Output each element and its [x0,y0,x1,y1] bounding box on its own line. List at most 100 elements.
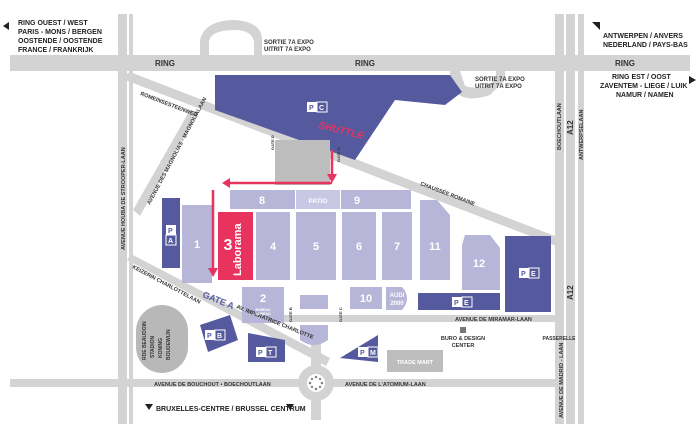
parking-c-area [215,75,462,160]
hall-10-label: 10 [360,293,372,305]
arrow-right-icon [689,76,696,84]
hall-4-block [256,212,290,280]
parking-b-badge: P B [205,329,226,341]
patio-block [296,190,340,209]
ring-loop-right [450,71,505,99]
road-a12-2 [566,14,575,424]
stadium-line4: BOUDEWIJN [166,329,172,360]
a12-labels: A12 A12 [566,120,575,300]
parking-c-badge: P C [307,101,328,113]
gate-c-lower [300,325,328,345]
hall-3-laborama [218,212,253,280]
gate-d-label: GATE D [270,135,275,150]
arrow-left-icon [3,22,9,30]
exit-labels: SORTIE 7A EXPO UITRIT 7A EXPO SORTIE 7A … [264,40,525,90]
hall-labels: 8 PATIO 9 1 3 4 5 6 7 11 12 2 10 AUDI 20… [194,195,485,316]
corner-right: RING EST / OOST ZAVENTEM - LIEGE / LUIK … [600,74,696,99]
parking-a-letter: A [168,238,173,245]
corner-tl-line3: OOSTENDE / OOSTENDE [18,38,103,45]
parking-t-p: P [258,350,263,357]
corner-bottom: BRUXELLES-CENTRE / BRUSSEL CENTRUM [145,404,306,413]
parking-a-badge: P A [165,225,177,246]
route-arrows [211,150,334,270]
stadium [136,305,188,373]
bureau-line1: BUREAU [256,308,271,312]
road-antwerp [578,14,584,424]
trade-mart-label: TRADE MART [397,360,434,366]
parking-e2-p: P [454,300,459,307]
parking-m-badge: P M [358,346,379,358]
parking-t-badge: P T [256,346,277,358]
hall-5-label: 5 [313,241,319,253]
parking-b-letter: B [217,333,222,340]
roads [10,14,690,424]
exit-right-line1: SORTIE 7A EXPO [475,77,525,83]
hall-1-block [182,205,212,283]
road-magnolias [133,110,198,216]
hall-9-block [341,190,411,209]
parking-e2-badge: P E [452,296,473,308]
audi-line1: AUDI [390,293,405,299]
audi-line2: 2000 [390,301,404,307]
corner-tr-line2: NEDERLAND / PAYS-BAS [603,42,688,49]
hall-2-block [242,287,284,323]
parking-b-p: P [207,333,212,340]
road-label-boechout: BOECHOUTLAAN [557,103,563,150]
road-miramar [250,315,555,322]
road-west-1 [118,14,127,424]
parking-a-p: P [168,228,173,235]
parking-e-letter: E [531,271,536,278]
road-a12-1 [555,14,564,424]
hall-2-label: 2 [260,293,266,305]
corner-b-line: BRUXELLES-CENTRE / BRUSSEL CENTRUM [156,406,306,413]
stadium-line1: RDE BEAUDOIN [142,321,148,360]
hall-10-block [350,287,382,309]
halls [182,190,500,372]
hall-5-block [296,212,336,280]
parking-e2-letter: E [464,300,469,307]
road-bouchout [10,379,555,387]
road-label-miramar: AVENUE DE MIRAMAR-LAAN [455,317,532,323]
road-label-antwerp: ANTWERPSELAAN [579,110,585,160]
trade-mart-block [387,350,443,372]
parking-badges: P C P A P E P E P B P T P [165,101,540,358]
road-label-atomium: AVENUE DE L'ATOMIUM-LAAN [345,382,426,388]
hall-6-label: 6 [356,241,362,253]
corner-tl-line2: PARIS - MONS / BERGEN [18,29,102,36]
corner-r-line2: ZAVENTEM - LIEGE / LUIK [600,83,687,90]
hall-7-label: 7 [394,241,400,253]
parking-e-p: P [521,271,526,278]
stadium-labels: RDE BEAUDOIN STADION KONING BOUDEWIJN [142,321,172,360]
road-label-houba: AVENUE HOUBA DE STROOPER-LAAN [121,147,127,250]
road-label-magnolias: AVENUE DES MAGNOLIAS - MAGNOLIALAAN [146,97,208,206]
buro-line2: CENTER [452,343,475,349]
stadium-line2: STADION [150,335,156,358]
arrow-up-right-icon [592,22,600,30]
arrow-heads [208,174,337,277]
hall-12-block [462,235,500,290]
a12-label-1: A12 [566,120,575,135]
hall-6-block [342,212,376,280]
gate-c-label: GATE C [338,307,343,322]
a12-label-2: A12 [566,285,575,300]
ring-road [10,55,690,71]
patio-label: PATIO [309,198,328,205]
corner-r-line1: RING EST / OOST [612,74,671,81]
place-labels: BURO & DESIGN CENTER TRADE MART PASSEREL… [397,327,576,366]
bureau-line2: BUREAU [256,312,271,316]
buro-marker-icon [460,327,466,333]
passerelle-label: PASSERELLE [543,336,577,342]
parking-m-p: P [360,350,365,357]
roundabout-dots [308,375,324,391]
stadium-line3: KONING [158,338,164,358]
ring-label-3: RING [615,59,635,68]
parking-e-badge: P E [519,267,540,279]
ring-labels: RING RING RING [155,59,635,68]
corner-tl-line4: FRANCE / FRANKRIJK [18,47,93,54]
grey-area [275,140,330,185]
audi-block [386,287,407,310]
arrow-down-icon-2 [286,404,294,410]
hall-9-label: 9 [354,195,360,207]
hall-8-label: 8 [259,195,265,207]
